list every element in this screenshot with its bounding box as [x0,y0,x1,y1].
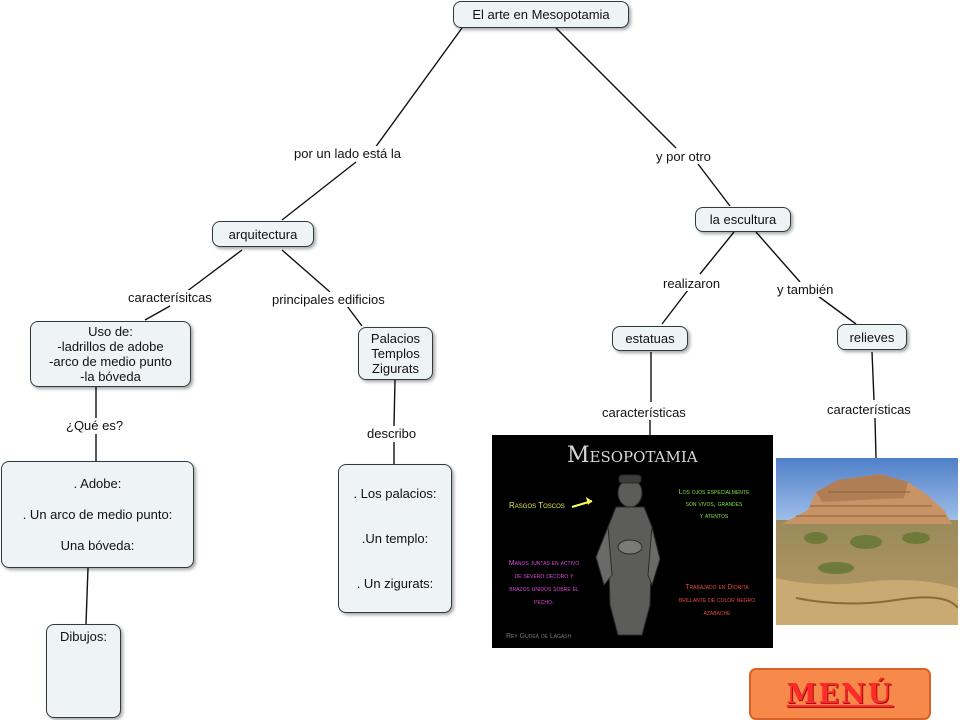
statue-title: Mesopotamia [567,443,698,468]
manos-line-3: brazos unidos sobre el [509,586,579,593]
node-escultura[interactable]: la escultura [695,207,791,232]
node-descripciones[interactable]: . Los palacios: .Un templo: . Un zigurat… [338,464,452,613]
link-por-un-lado: por un lado está la [292,146,403,161]
statue-ojos: Los ojos especialmente son vivos, grande… [664,487,764,523]
link-caracteristicas-relieves: características [825,402,913,417]
link-describo: describo [365,426,419,441]
uso-line-4: -la bóveda [80,369,141,384]
node-definiciones[interactable]: . Adobe: . Un arco de medio punto: Una b… [1,461,194,568]
desc-zigurats: . Un zigurats: [356,576,434,591]
node-uso-de[interactable]: Uso de: -ladrillos de adobe -arco de med… [30,321,191,387]
trabajado-line-2: brillante de color negro [678,597,756,604]
def-boveda: Una bóveda: [60,538,135,553]
link-realizaron: realizaron [661,276,723,291]
link-y-por-otro: y por otro [654,149,713,164]
node-dibujos[interactable]: Dibujos: [46,624,121,718]
node-estatuas[interactable]: estatuas [612,326,688,351]
link-caracteristicas-arquitectura: caracterísitcas [126,290,214,305]
menu-button-label: MENÚ [786,678,894,710]
manos-line-2: de severo decoro y [514,573,574,580]
statue-rasgos: Rasgos Toscos [509,501,565,510]
edificio-zigurats: Zigurats [372,361,419,376]
manos-line-1: Manos juntas en activo [508,560,580,567]
desc-templo: .Un templo: [361,531,429,546]
link-caracteristicas-estatuas: características [600,405,688,420]
def-adobe: . Adobe: [73,476,122,491]
node-edificios[interactable]: Palacios Templos Zigurats [358,327,433,380]
statue-trabajado: Trabajado en Diorita brillante de color … [667,581,767,620]
menu-button[interactable]: MENÚ [749,668,931,720]
node-root[interactable]: El arte en Mesopotamia [453,1,629,28]
edificio-templos: Templos [371,346,420,361]
node-relieves[interactable]: relieves [837,324,907,350]
uso-line-1: Uso de: [88,324,133,339]
statue-image: Mesopotamia Rasgos Toscos Los ojos espec… [492,435,773,648]
def-arco: . Un arco de medio punto: [22,507,173,522]
trabajado-line-1: Trabajado en Diorita [685,584,749,591]
ojos-line-1: Los ojos especialmente [678,489,750,496]
link-principales-edificios: principales edificios [270,292,387,307]
statue-manos: Manos juntas en activo de severo decoro … [494,557,594,609]
ojos-line-2: son vivos, grandes [685,501,743,508]
uso-line-2: -ladrillos de adobe [57,339,164,354]
link-que-es: ¿Qué es? [64,418,126,433]
manos-line-4: pecho. [534,599,554,606]
desc-palacios: . Los palacios: [353,486,437,501]
trabajado-line-3: azabache [703,610,731,617]
ojos-line-3: y atentos [699,513,729,520]
edificio-palacios: Palacios [370,331,421,346]
ziggurat-image [776,458,958,625]
statue-caption: Rey Gudea de Lagash [506,633,572,640]
uso-line-3: -arco de medio punto [49,354,172,369]
node-arquitectura[interactable]: arquitectura [212,221,314,247]
link-y-tambien: y también [775,282,836,297]
